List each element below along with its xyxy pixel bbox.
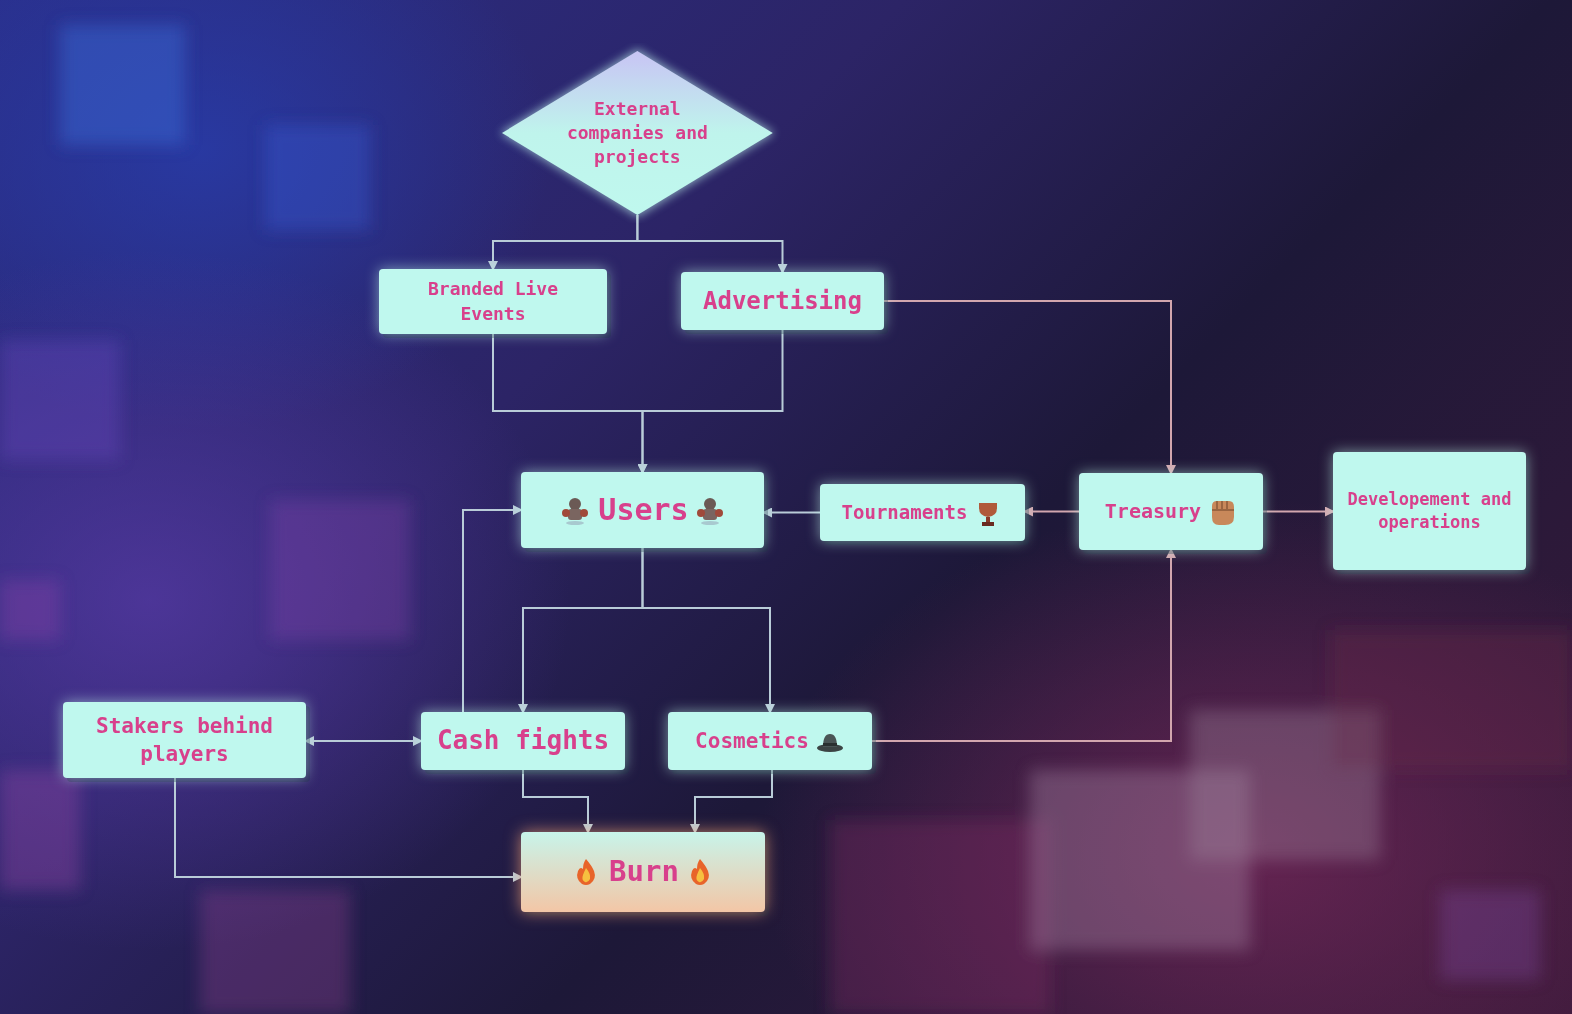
node-label: Cash fights <box>437 723 609 758</box>
node-label: Users <box>598 490 688 531</box>
connector-arrow <box>764 512 820 514</box>
connector-arrow <box>493 215 637 269</box>
node-label: Branded Live Events <box>393 277 593 326</box>
process-box: Treasury <box>1079 473 1263 550</box>
process-box: Cash fights <box>421 712 625 770</box>
connector-arrow <box>306 740 421 742</box>
process-box: Advertising <box>681 272 884 330</box>
node-label: External companies and projects <box>545 97 730 170</box>
process-box: Users <box>521 472 764 548</box>
trophy-icon <box>973 498 1003 528</box>
connector-arrow <box>1025 511 1079 513</box>
connector-arrow <box>1263 511 1333 513</box>
hat-icon <box>815 726 845 756</box>
process-box: Cosmetics <box>668 712 872 770</box>
fighter-icon <box>560 495 590 525</box>
node-label: Advertising <box>703 285 862 317</box>
fire-icon <box>685 857 715 887</box>
process-box: Tournaments <box>820 484 1025 541</box>
node-label: Cosmetics <box>695 727 809 755</box>
connector-arrow <box>463 510 521 712</box>
node-label: Tournaments <box>842 500 968 526</box>
process-box: Developement and operations <box>1333 452 1526 570</box>
connector-arrow <box>493 334 643 472</box>
decision-diamond: External companies and projects <box>494 43 781 223</box>
connector-arrow <box>695 770 772 832</box>
connector-arrow <box>643 330 783 472</box>
connector-arrow <box>523 548 643 712</box>
process-box: Branded Live Events <box>379 269 607 334</box>
node-label: Stakers behind players <box>77 712 292 769</box>
connector-arrow <box>175 778 521 877</box>
connector-arrow <box>643 548 771 712</box>
connector-arrow <box>872 550 1171 741</box>
node-label: Developement and operations <box>1347 488 1512 534</box>
connector-arrow <box>637 215 782 272</box>
node-label: Treasury <box>1105 498 1201 525</box>
node-label: Burn <box>609 852 679 891</box>
fist-icon <box>1207 497 1237 527</box>
connector-arrow <box>884 301 1171 473</box>
fighter-icon <box>695 495 725 525</box>
connector-arrow <box>523 770 588 832</box>
process-box: Stakers behind players <box>63 702 306 778</box>
process-box: Burn <box>521 832 765 912</box>
fire-icon <box>571 857 601 887</box>
